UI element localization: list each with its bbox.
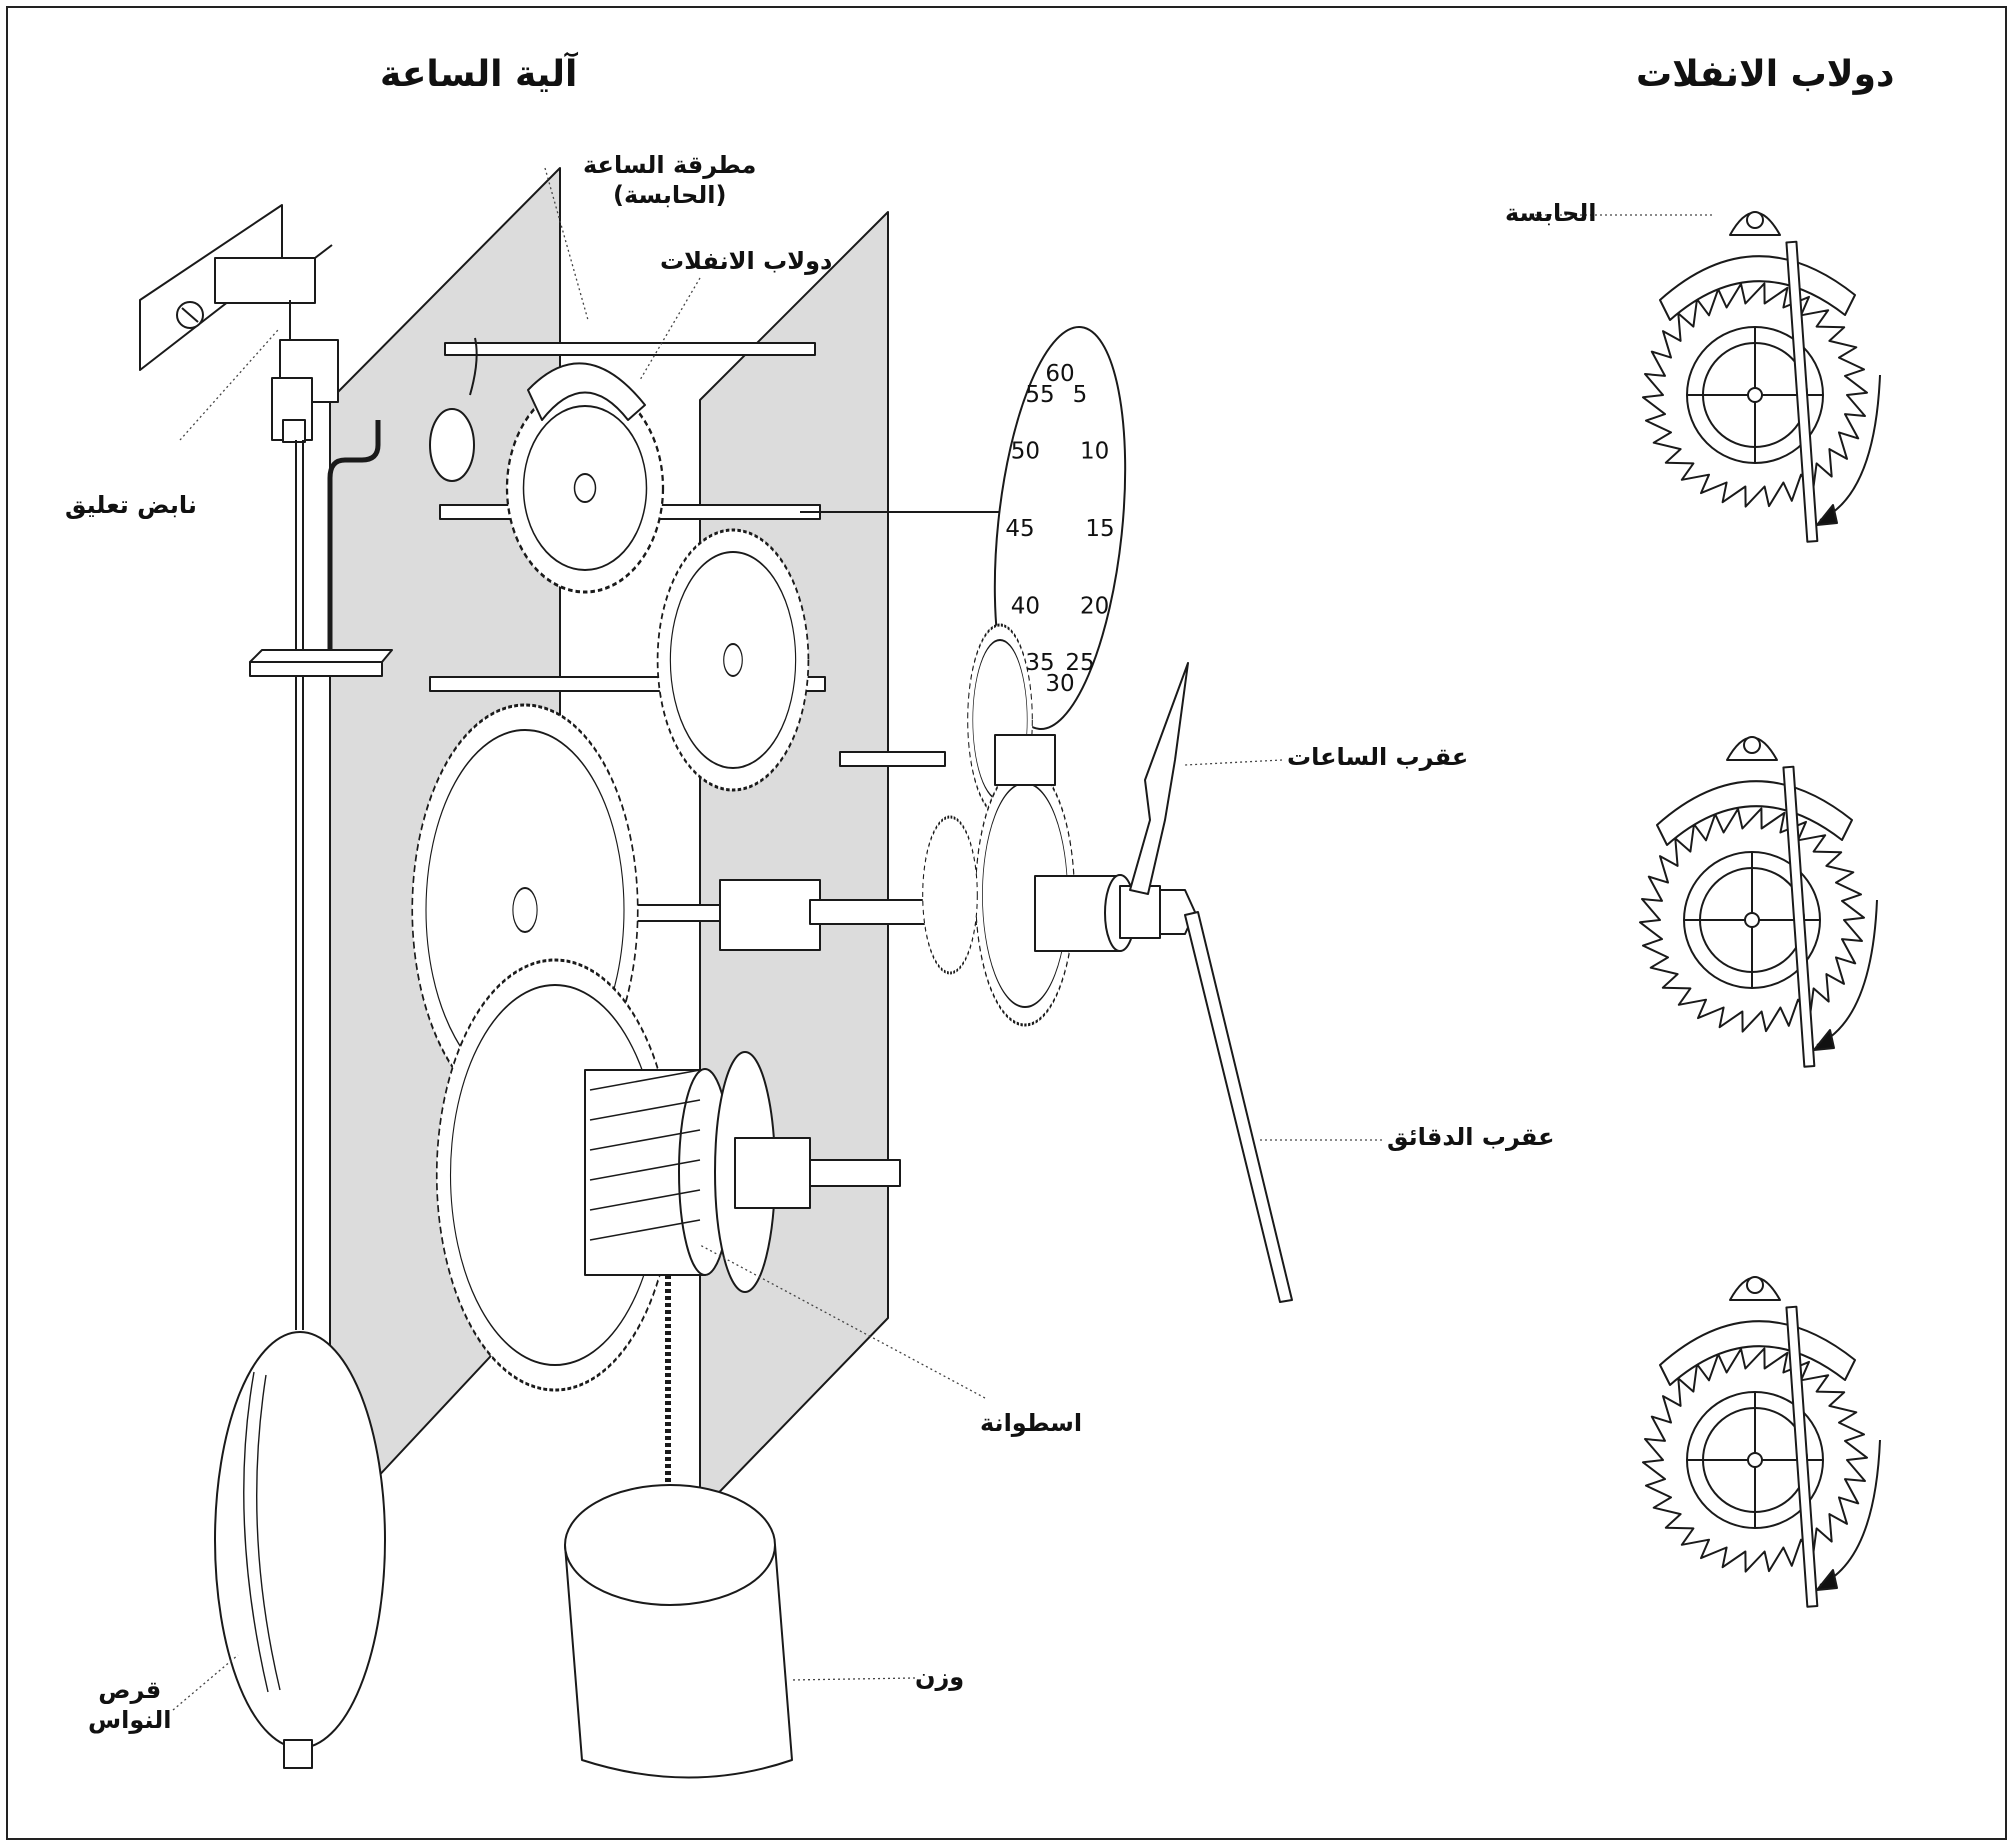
dial-number-20: 20 xyxy=(1080,594,1109,620)
label-suspension-spring: نابض تعليق xyxy=(65,491,197,519)
escape-wheel-main xyxy=(505,382,665,594)
leader-lines xyxy=(172,167,1713,1711)
pendulum-rod xyxy=(1785,240,1819,543)
escapement-stage-3 xyxy=(1642,1276,1881,1608)
label-hour-hand: عقرب الساعات xyxy=(1287,743,1469,771)
pendulum-bob xyxy=(214,1331,386,1769)
weight xyxy=(564,1484,793,1779)
dial-number-25: 25 xyxy=(1065,650,1094,676)
dial-number-35: 35 xyxy=(1025,650,1054,676)
dial-number-40: 40 xyxy=(1011,594,1040,620)
dial-number-30: 30 xyxy=(1045,671,1074,697)
pendulum-rod xyxy=(1782,765,1816,1068)
dial-number-50: 50 xyxy=(1011,439,1040,465)
gear-intermediate xyxy=(656,528,810,792)
hour-hand xyxy=(1129,662,1189,895)
suspension-bracket xyxy=(139,204,339,443)
escapement-stage-1 xyxy=(1642,211,1881,543)
label-pendulum-bob: قرص النواس xyxy=(88,1675,171,1735)
title-escape-wheel: دولاب الانفلات xyxy=(1636,54,1895,95)
wheel-hub xyxy=(1747,1452,1763,1468)
label-drum: اسطوانة xyxy=(980,1409,1083,1437)
label-strike-hammer: مطرقة الساعة (الحابسة) xyxy=(583,150,756,210)
pallet-anchor xyxy=(1656,780,1853,846)
label-pallet: الحابسة xyxy=(1505,199,1597,227)
dial-number-5: 5 xyxy=(1073,382,1088,408)
wheel-hub xyxy=(1747,387,1763,403)
label-weight: وزن xyxy=(915,1663,965,1691)
pendulum-rod xyxy=(1785,1305,1819,1608)
gear-small xyxy=(922,815,978,975)
label-strike-hammer-line1: مطرقة الساعة xyxy=(583,151,757,179)
dial-number-15: 15 xyxy=(1085,516,1114,542)
arrow-head xyxy=(1816,1569,1838,1591)
label-strike-hammer-line2: (الحابسة) xyxy=(612,181,727,209)
label-bob-line1: قرص xyxy=(98,1676,162,1704)
title-clock-mechanism: آلية الساعة xyxy=(380,54,578,95)
drum xyxy=(584,1051,776,1293)
minute-dial xyxy=(993,326,1127,730)
minute-hand xyxy=(1184,911,1293,1303)
label-escape-wheel: دولاب الانفلات xyxy=(660,247,833,275)
arrow-head xyxy=(1813,1029,1835,1051)
label-bob-line2: النواس xyxy=(88,1706,172,1734)
front-plate xyxy=(699,211,889,1513)
arrow-head xyxy=(1816,504,1838,526)
escapement-stage-2 xyxy=(1639,736,1878,1068)
dial-number-45: 45 xyxy=(1005,516,1034,542)
dial-number-10: 10 xyxy=(1080,439,1109,465)
wheel-hub xyxy=(1744,912,1760,928)
label-minute-hand: عقرب الدقائق xyxy=(1387,1123,1555,1151)
pallet-anchor xyxy=(1659,255,1856,321)
dial-number-60: 60 xyxy=(1045,361,1074,387)
diagram-frame xyxy=(6,6,2007,1840)
dial-number-55: 55 xyxy=(1025,382,1054,408)
pallet-anchor xyxy=(1659,1320,1856,1386)
